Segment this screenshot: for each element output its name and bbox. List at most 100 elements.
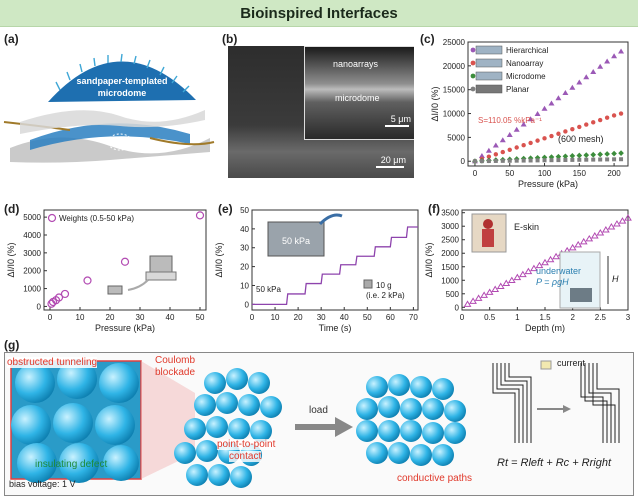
y-tick-label: 1500	[441, 263, 459, 272]
y-axis-label: ΔI/I0 (%)	[424, 242, 434, 277]
point-microdome	[611, 150, 617, 157]
y-tick-label: 1000	[23, 285, 41, 294]
point-hierarchical	[618, 48, 625, 54]
point-hierarchical	[527, 116, 534, 122]
point-hierarchical	[485, 147, 492, 153]
point-nanoarray	[549, 133, 554, 139]
y-tick-label: 0	[455, 303, 460, 312]
point-depth	[574, 240, 583, 248]
panel-c-label: (c)	[420, 32, 435, 46]
weight-base	[145, 271, 177, 281]
y-tick-label: 40	[240, 225, 249, 234]
point-nanoarray	[521, 143, 526, 148]
label-conductive-paths: conductive paths	[397, 473, 473, 484]
x-tick-label: 0	[460, 313, 465, 322]
underwater-label: underwater	[536, 266, 581, 276]
y-tick-label: 10	[240, 281, 249, 290]
x-tick-label: 150	[573, 169, 587, 178]
point-depth	[596, 229, 605, 236]
figure-banner: Bioinspired Interfaces	[0, 0, 638, 27]
legend-label: Weights (0.5-50 kPa)	[59, 214, 134, 223]
point-planar	[472, 159, 477, 164]
x-tick-label: 0	[48, 313, 53, 322]
label-load: load	[309, 405, 328, 416]
point-weight	[60, 289, 70, 299]
banner-title: Bioinspired Interfaces	[240, 4, 398, 22]
point-hierarchical	[534, 111, 541, 117]
legend-swatch	[475, 71, 503, 81]
zoom-particles	[11, 359, 139, 483]
plot-frame	[43, 209, 207, 311]
y-tick-label: 5000	[447, 133, 465, 142]
point-planar	[605, 157, 610, 162]
point-depth	[585, 234, 594, 242]
mesh-annotation: (600 mesh)	[558, 134, 604, 144]
point-planar	[612, 157, 617, 162]
scale-bar	[376, 166, 404, 168]
y-tick-label: 50	[240, 206, 249, 215]
mechanism-frame: obstructed tunneling Coulomb blockade in…	[4, 352, 634, 496]
point-depth	[541, 258, 549, 266]
particle-cluster-unloaded	[174, 368, 282, 488]
point-nanoarray	[507, 147, 512, 152]
point-planar	[619, 157, 624, 162]
point-planar	[556, 158, 561, 163]
eskin-label: E-skin	[514, 222, 539, 232]
legend-marker	[470, 60, 476, 66]
pressure-box-label: 50 kPa	[282, 236, 310, 246]
eskin-figure	[483, 219, 493, 229]
label-point-to-point: point-to-point	[217, 439, 276, 450]
dome-caption-line2: microdome	[98, 88, 147, 98]
scale-text: 20 μm	[380, 155, 406, 165]
pressure-formula: P = ρgH	[536, 277, 569, 287]
x-tick-label: 1	[515, 313, 520, 322]
x-axis-label: Time (s)	[319, 323, 352, 333]
point-nanoarray	[542, 136, 547, 141]
point-nanoarray	[500, 149, 505, 155]
panel-g: (g)	[0, 336, 638, 498]
inset-scale-text: 5 μm	[390, 114, 411, 124]
point-hierarchical	[611, 53, 618, 59]
point-planar	[584, 157, 589, 162]
point-depth	[535, 261, 544, 269]
y-tick-label: 2000	[23, 267, 41, 276]
signal-line	[252, 226, 418, 305]
label-obstructed-tunneling: obstructed tunneling	[7, 357, 98, 368]
point-depth	[601, 226, 610, 233]
point-depth	[474, 294, 483, 301]
y-tick-label: 0	[245, 300, 250, 309]
legend-marker	[470, 73, 476, 79]
point-weight	[120, 257, 130, 266]
x-tick-label: 200	[607, 169, 621, 178]
y-tick-label: 4000	[23, 231, 41, 240]
point-hierarchical	[492, 142, 499, 148]
plot-frame	[251, 209, 419, 311]
panel-b: (b) nanoarrays microdome 5 μm 20 μm	[220, 30, 416, 180]
point-planar	[549, 158, 554, 163]
legend-label: Microdome	[506, 72, 546, 81]
point-nanoarray	[563, 129, 568, 134]
point-nanoarray	[618, 111, 624, 116]
legend-swatch	[475, 84, 503, 94]
point-depth	[469, 297, 477, 304]
y-tick-label: 30	[240, 244, 249, 253]
point-microdome	[604, 151, 610, 157]
label-contact: contact	[229, 451, 262, 462]
panel-e-label: (e)	[218, 202, 233, 216]
legend-swatch	[475, 58, 503, 68]
y-tick-label: 1000	[441, 276, 459, 285]
bottom-film	[10, 137, 210, 163]
point-planar	[535, 158, 540, 163]
point-depth	[568, 243, 577, 251]
inset-scale-bar	[385, 125, 409, 127]
y-tick-label: 0	[461, 157, 466, 166]
point-planar	[598, 157, 603, 162]
point-planar	[521, 158, 526, 163]
x-axis-label: Pressure (kPa)	[95, 323, 155, 333]
y-tick-label: 15000	[443, 86, 466, 95]
y-tick-label: 10000	[443, 110, 466, 119]
point-planar	[500, 158, 505, 163]
point-microdome	[590, 151, 597, 158]
